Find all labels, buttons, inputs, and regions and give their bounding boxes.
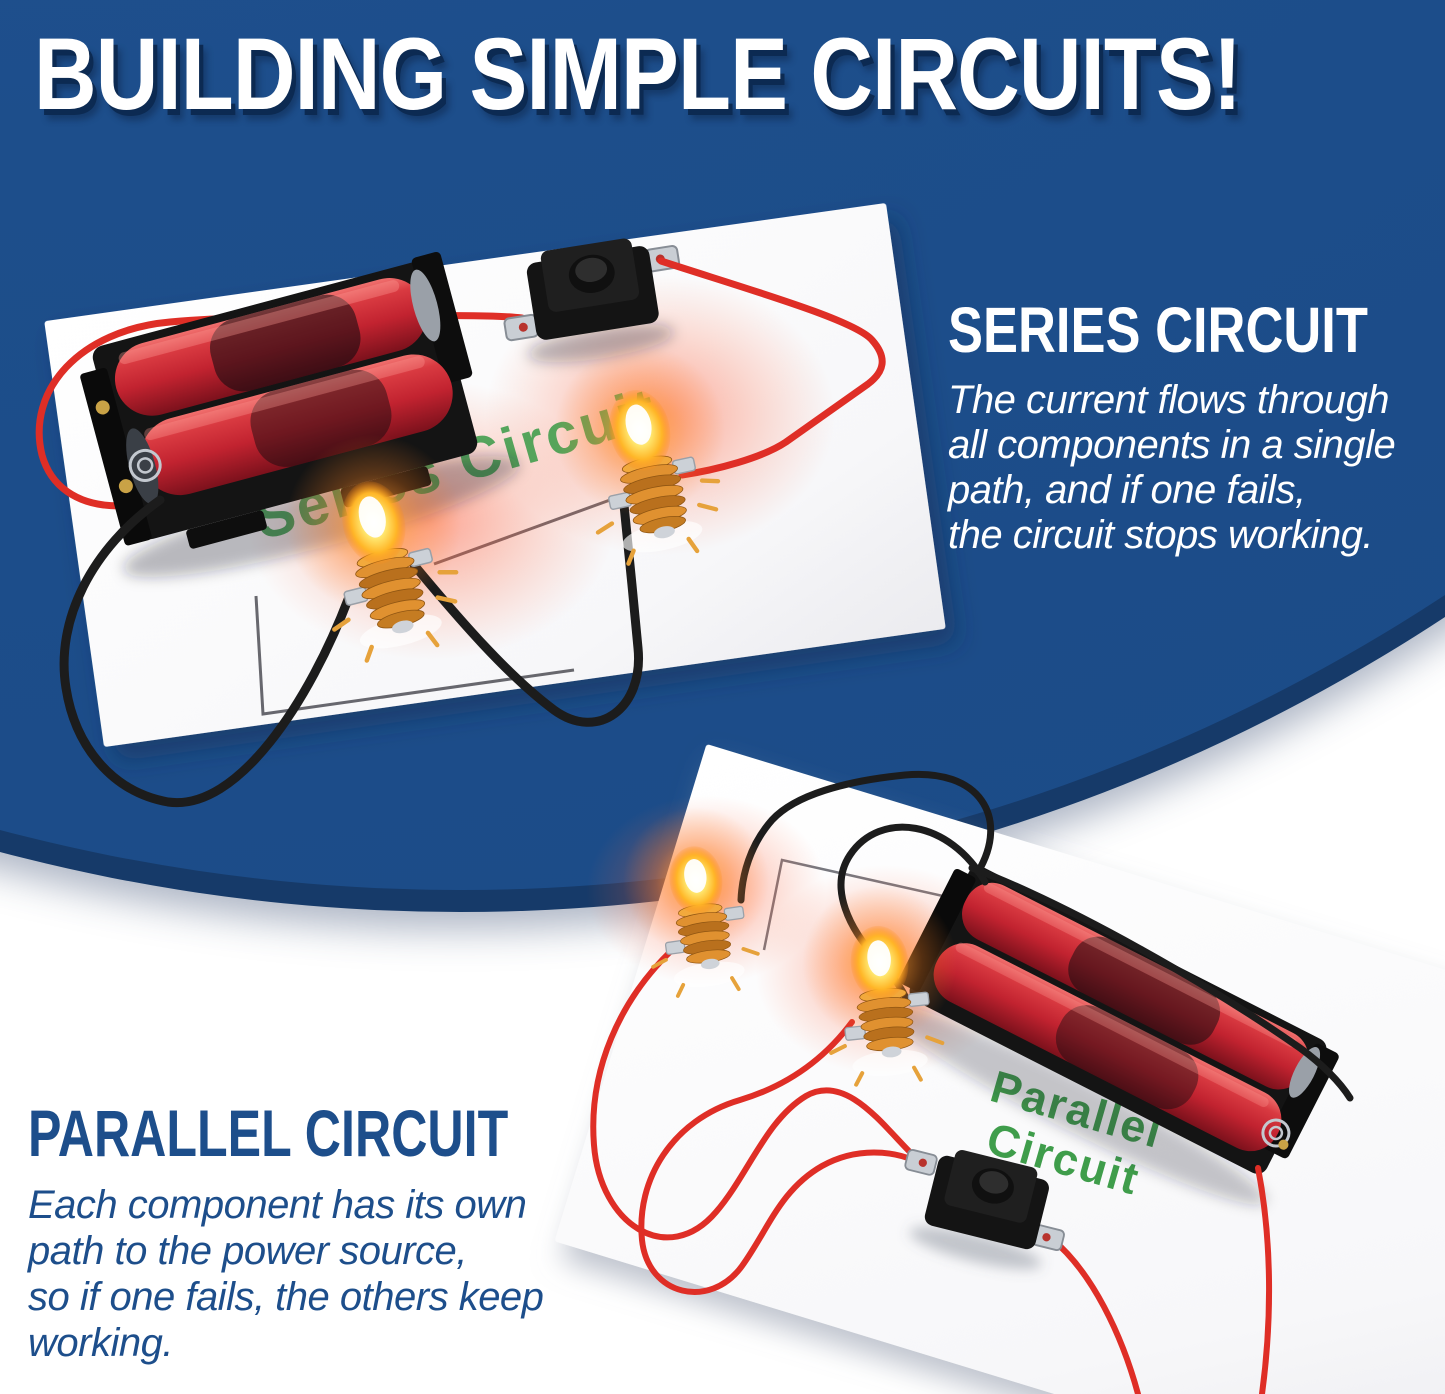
series-red-wire-switch-to-bulb	[657, 257, 886, 479]
series-description-line: The current flows through	[948, 378, 1390, 422]
battery-spring	[1261, 1118, 1291, 1148]
bulb-tip	[391, 620, 414, 634]
bulb-tip	[700, 958, 720, 970]
series-heading: SERIES CIRCUIT	[948, 294, 1368, 366]
bulb-terminal	[844, 991, 930, 1041]
switch-terminal	[904, 1149, 938, 1176]
parallel-red-wire-holder-to-bottom	[1255, 1165, 1273, 1394]
series-black-wire-bulb-to-bulb	[409, 500, 644, 727]
parallel-description-line: Each component has its own	[28, 1183, 527, 1227]
battery	[933, 942, 1291, 1152]
parallel-light-bulb-center	[802, 885, 957, 1087]
parallel-red-wire-bulb-center-to-switch	[638, 1019, 916, 1295]
bulb-coil-base	[675, 903, 731, 964]
bulb-tip	[881, 1046, 902, 1058]
page-title: BUILDING SIMPLE CIRCUITS!	[34, 17, 1242, 131]
series-description: The current flows through all components…	[948, 378, 1445, 558]
parallel-heading: PARALLEL CIRCUIT	[28, 1096, 509, 1170]
parallel-text-block: PARALLEL CIRCUIT Each component has its …	[28, 1100, 660, 1366]
bulb-light-rays	[829, 1035, 945, 1087]
parallel-black-wire-along-holder	[968, 864, 1354, 1102]
parallel-push-button-switch	[904, 1149, 1065, 1270]
battery-contact	[95, 400, 110, 415]
parallel-light-bulb-left	[622, 807, 770, 998]
series-description-line: path, and if one fails,	[948, 468, 1306, 512]
bulb-light-rays	[651, 947, 760, 998]
series-photo: Series Circuit	[35, 203, 946, 808]
bulb-light-rays	[332, 570, 459, 663]
parallel-red-wire-bulb-left-to-switch	[590, 947, 918, 1241]
battery-spring	[128, 448, 162, 482]
battery	[114, 269, 441, 416]
bulb-terminal	[664, 905, 745, 955]
parallel-description: Each component has its own path to the p…	[28, 1182, 660, 1366]
parallel-description-line: working.	[28, 1321, 173, 1365]
parallel-description-line: so if one fails, the others keep	[28, 1275, 544, 1319]
series-light-bulb-left	[285, 434, 462, 663]
battery-contact	[118, 479, 133, 494]
series-description-line: the circuit stops working.	[948, 513, 1373, 557]
bulb-terminal	[343, 547, 433, 606]
series-light-bulb-right	[554, 344, 726, 566]
series-text-block: SERIES CIRCUIT The current flows through…	[948, 298, 1445, 558]
parallel-description-line: path to the power source,	[28, 1229, 467, 1273]
bulb-light-rays	[595, 478, 721, 566]
series-black-wire-battery-to-bulb	[59, 495, 354, 808]
bulb-tip	[653, 526, 675, 539]
switch-terminal	[503, 313, 540, 342]
series-description-line: all components in a single	[948, 423, 1396, 467]
parallel-photo: Parallel Circuit	[555, 744, 1445, 1394]
parallel-red-wire-switch-to-bottom	[1049, 1236, 1141, 1394]
battery-contact	[1278, 1139, 1289, 1150]
